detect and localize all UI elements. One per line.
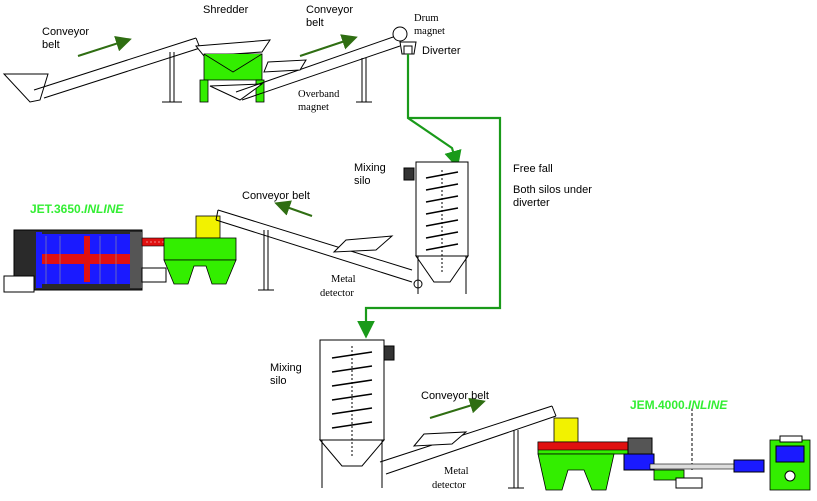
mid-conveyor <box>215 200 423 291</box>
metal-detector-plate <box>332 235 394 253</box>
diverter-box <box>403 45 413 55</box>
label-shredder: Shredder <box>203 4 249 16</box>
bottom-silo <box>318 339 395 488</box>
metal-detector-plate <box>412 431 468 447</box>
label-conveyor-belt: Conveyor <box>42 26 89 38</box>
label-overband-magnet: magnet <box>298 102 329 113</box>
belt-direction-arrow <box>274 200 313 217</box>
label-drum-magnet: magnet <box>414 26 445 37</box>
label-both-silos: Both silos under <box>513 184 592 196</box>
machine-label-jet: JET.3650.INLINE <box>30 202 124 216</box>
label-both-silos: diverter <box>513 197 550 209</box>
label-diverter: Diverter <box>422 45 461 57</box>
label-conveyor-belt: Conveyor belt <box>421 390 489 402</box>
belt-direction-arrow <box>429 397 486 419</box>
jem-machine <box>623 408 811 491</box>
label-mixing-silo: Mixing <box>270 362 302 374</box>
overband-magnet-plate <box>263 59 307 73</box>
label-mixing-silo: silo <box>354 175 371 187</box>
label-overband-magnet: Overband <box>298 89 340 100</box>
label-mixing-silo: silo <box>270 375 287 387</box>
drum-magnet <box>392 26 408 42</box>
jet-machine <box>3 229 213 293</box>
jet-feeder <box>163 215 237 285</box>
label-free-fall: Free fall <box>513 163 553 175</box>
label-conveyor-belt: belt <box>42 39 60 51</box>
label-conveyor-belt: belt <box>306 17 324 29</box>
label-mixing-silo: Mixing <box>354 162 386 174</box>
bottom-conveyor <box>379 397 557 489</box>
label-metal-detector: detector <box>432 480 466 491</box>
shredder <box>195 39 271 103</box>
jem-feeder <box>537 417 639 491</box>
top-left-conveyor <box>2 36 201 103</box>
flow-line-to-bottom-silo <box>357 116 502 339</box>
mid-silo <box>403 161 469 294</box>
flow-line-to-mid-silo <box>406 54 462 169</box>
belt-direction-arrow <box>77 36 132 57</box>
label-metal-detector: Metal <box>444 466 469 477</box>
label-conveyor-belt: Conveyor belt <box>242 190 310 202</box>
label-conveyor-belt: Conveyor <box>306 4 353 16</box>
top-mid-conveyor <box>209 34 401 103</box>
label-metal-detector: detector <box>320 288 354 299</box>
label-metal-detector: Metal <box>331 274 356 285</box>
machine-label-jem: JEM.4000.INLINE <box>630 398 728 412</box>
drum-magnet-diverter <box>392 26 417 55</box>
belt-direction-arrow <box>299 34 358 57</box>
label-drum-magnet: Drum <box>414 13 439 24</box>
